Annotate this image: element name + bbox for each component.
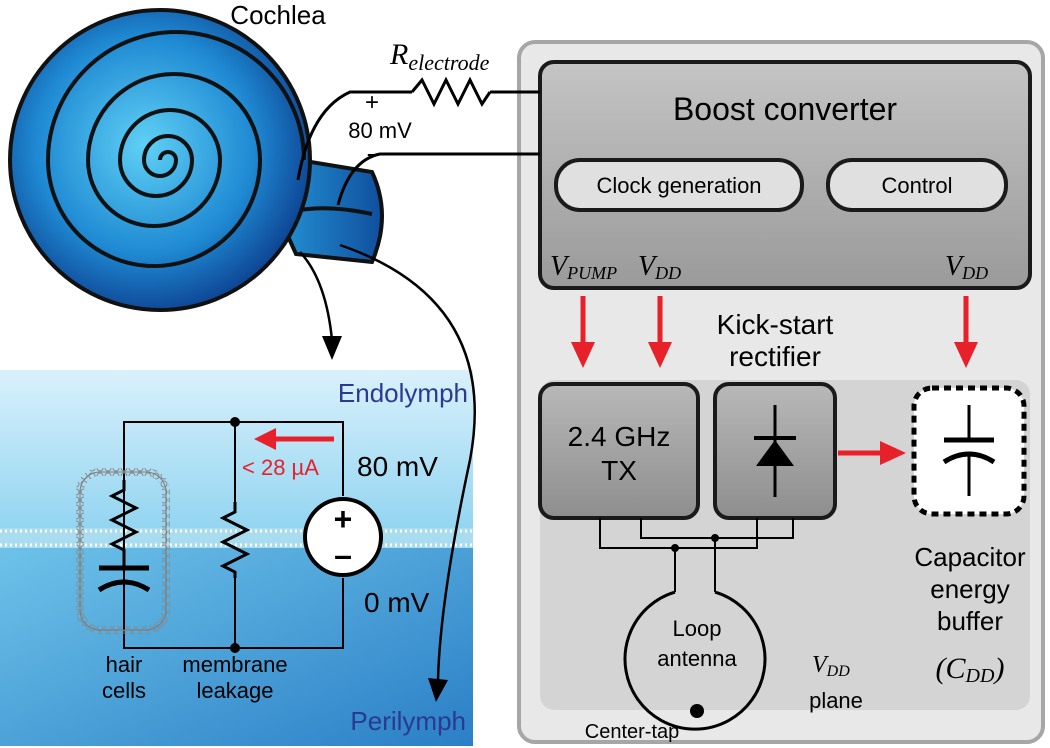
leakage-label-1: membrane (182, 652, 287, 677)
control-label: Control (882, 173, 953, 198)
vdd-label-cap: VDD (945, 251, 988, 283)
capacitor-icon (942, 405, 996, 496)
inset-circuit (123, 417, 344, 653)
arrow-rect-cap-head (880, 441, 906, 465)
clock-generation-block (554, 158, 804, 212)
zoom-arrow-perilymph (339, 243, 476, 681)
cochlea-spiral (45, 30, 306, 268)
inset-panel: Endolymph Perilymph + – (0, 370, 473, 746)
leakage-resistor (219, 502, 251, 578)
perilymph-label: Perilymph (350, 706, 466, 736)
hair-cells-label-1: hair (106, 652, 143, 677)
cochlea-chamber-line (299, 206, 373, 216)
tx-block (538, 382, 700, 520)
arrow-vpump-head (571, 342, 595, 368)
source-minus: – (334, 537, 352, 573)
current-label: < 28 µA (242, 455, 319, 480)
vdd-plane-label: VDD (812, 652, 850, 680)
vdd-label-tx: VDD (638, 251, 681, 283)
tx-label-1: 2.4 GHz (568, 421, 671, 452)
electrode-wire-plus (296, 90, 412, 181)
control-block (826, 158, 1008, 212)
cochlea-illustration (8, 8, 384, 312)
source-plus: + (334, 501, 353, 537)
cochlea-title: Cochlea (230, 0, 326, 30)
arrow-vdd-cap-head (954, 342, 978, 368)
voltage-source (303, 497, 383, 577)
tx-label-2: TX (601, 455, 637, 486)
electrode-wire-minus (336, 152, 540, 206)
cdd-label: (CDD) (936, 652, 1005, 687)
endolymph-label: Endolymph (338, 378, 468, 408)
kickstart-label-1: Kick-start (717, 309, 834, 340)
leakage-label-2: leakage (196, 678, 273, 703)
kickstart-label-2: rectifier (729, 341, 821, 372)
supply-arrows (571, 296, 978, 465)
capacitor-buffer-block (911, 385, 1027, 517)
loop-label-1: Loop (673, 616, 722, 641)
chip-panel: Boost converter Clock generation Control… (517, 40, 1045, 744)
hair-cells-label-2: cells (102, 678, 146, 703)
cap-label-3: buffer (937, 606, 1003, 636)
cap-label-2: energy (930, 574, 1010, 604)
center-tap-dot (690, 704, 704, 718)
arrow-vdd-tx-head (648, 342, 672, 368)
voltage-bottom-label: 0 mV (364, 587, 430, 618)
electrode-resistor (410, 76, 492, 108)
current-arrow (254, 428, 334, 450)
hair-cell-resistor (108, 480, 140, 566)
electrode-plus: + (365, 89, 379, 116)
zoom-arrows (299, 243, 476, 681)
zoom-arrow-endolymph (299, 251, 334, 341)
clock-generation-label: Clock generation (596, 173, 761, 198)
hair-cell-capacitor (97, 565, 151, 600)
electrode-minus: - (367, 138, 376, 168)
zoom-arrowhead-perilymph (428, 678, 448, 702)
vpump-label: VPUMP (550, 251, 617, 283)
center-tap-label: Center-tap (585, 721, 680, 743)
hair-cell-outline (79, 471, 167, 631)
electrode-voltage: 80 mV (348, 118, 412, 143)
cap-label-1: Capacitor (914, 542, 1026, 572)
voltage-top-label: 80 mV (357, 451, 438, 482)
diode-icon (754, 405, 796, 497)
loop-label-2: antenna (657, 646, 737, 671)
zoom-arrowhead-endolymph (322, 336, 342, 360)
plane-label: plane (809, 688, 863, 713)
electrode-resistor-label: Relectrode (389, 38, 490, 75)
electrode-wiring (296, 76, 540, 206)
antenna-feed-wires (599, 518, 794, 592)
membrane-band (0, 528, 473, 548)
loop-antenna (623, 590, 767, 731)
boost-converter-label: Boost converter (673, 91, 897, 127)
